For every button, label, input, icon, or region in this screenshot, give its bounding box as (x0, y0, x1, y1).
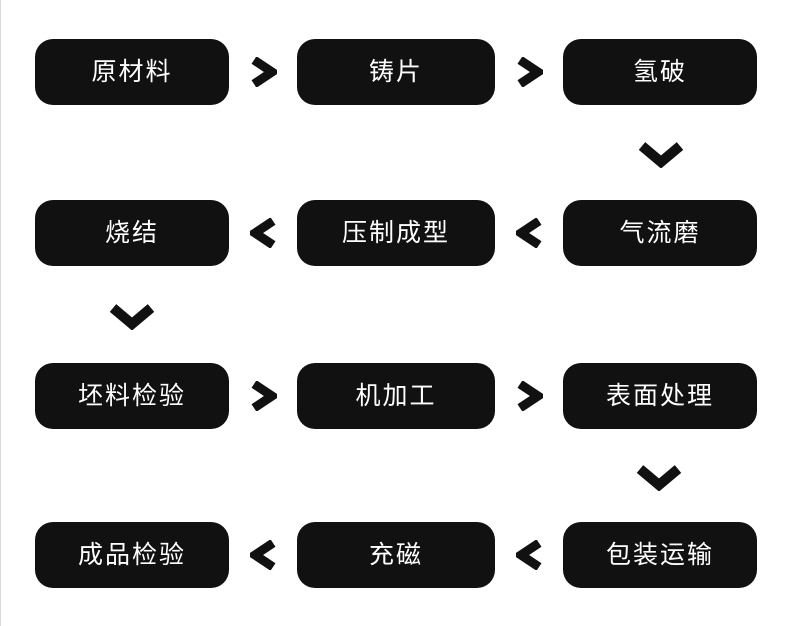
flow-step-label: 包装运输 (605, 540, 714, 569)
flow-step-final-inspection: 成品检验 (35, 522, 229, 588)
flow-step-magnetizing: 充磁 (297, 522, 495, 588)
flow-step-raw-material: 原材料 (35, 39, 229, 105)
chevron-left-icon (250, 540, 277, 570)
flow-step-machining: 机加工 (297, 363, 495, 429)
chevron-right-icon (250, 381, 277, 411)
flow-step-strip-casting: 铸片 (297, 39, 495, 105)
flow-step-label: 烧结 (104, 218, 159, 247)
chevron-right-icon (516, 381, 543, 411)
chevron-down-icon (636, 465, 682, 491)
flow-step-label: 成品检验 (77, 540, 186, 569)
chevron-down-icon (109, 304, 155, 330)
flow-step-label: 表面处理 (605, 381, 714, 410)
chevron-left-icon (516, 540, 543, 570)
flow-step-label: 充磁 (368, 540, 423, 569)
chevron-left-icon (516, 218, 543, 248)
flow-step-label: 铸片 (368, 57, 423, 86)
flow-step-surface-treatment: 表面处理 (563, 363, 757, 429)
flow-step-blank-inspection: 坯料检验 (35, 363, 229, 429)
flow-step-label: 压制成型 (341, 218, 450, 247)
flow-step-label: 原材料 (91, 57, 173, 86)
flow-step-label: 气流磨 (619, 218, 701, 247)
flow-step-jet-milling: 气流磨 (563, 200, 757, 266)
flow-step-press-forming: 压制成型 (297, 200, 495, 266)
flow-step-sintering: 烧结 (35, 200, 229, 266)
chevron-left-icon (250, 218, 277, 248)
flow-step-label: 坯料检验 (77, 381, 186, 410)
flow-step-packing-shipping: 包装运输 (563, 522, 757, 588)
flow-step-hydrogen-decrepitation: 氢破 (563, 39, 757, 105)
chevron-right-icon (516, 57, 543, 87)
flow-step-label: 机加工 (355, 381, 437, 410)
flow-step-label: 氢破 (632, 57, 687, 86)
chevron-down-icon (638, 142, 684, 168)
chevron-right-icon (250, 57, 277, 87)
